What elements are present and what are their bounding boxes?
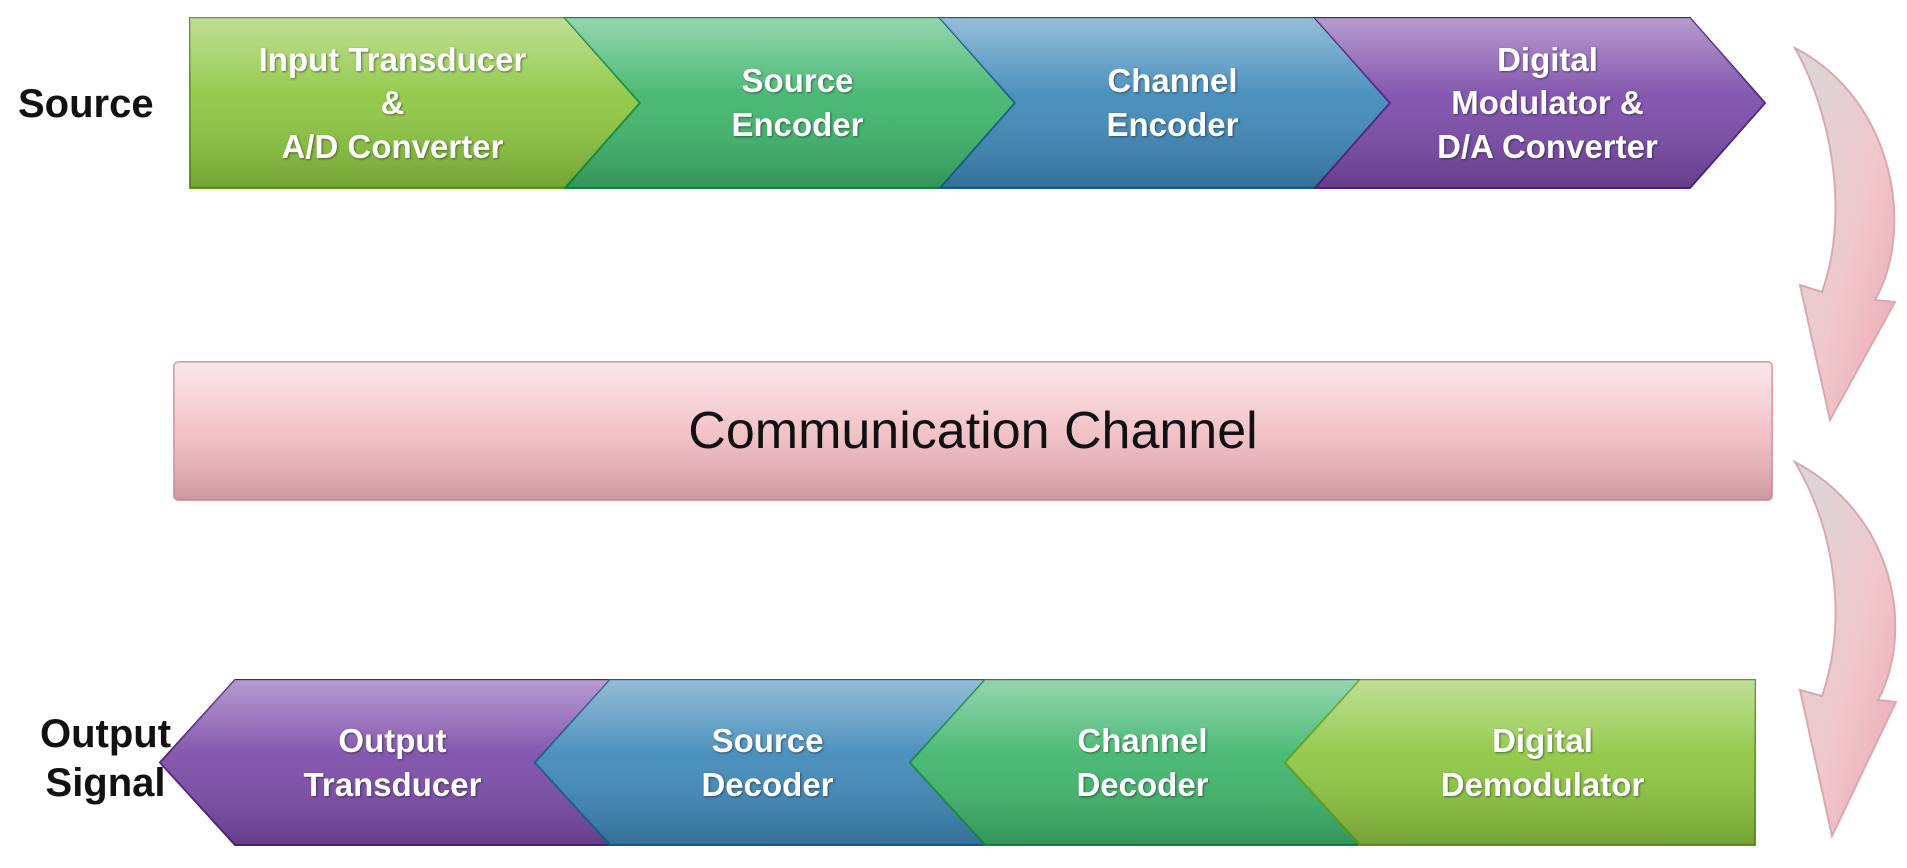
- source-label: Source: [18, 82, 154, 126]
- top-block-1: [189, 17, 642, 189]
- output-signal-label: Output Signal: [40, 710, 171, 808]
- top-block-3: [937, 17, 1392, 189]
- decoder-chain: [158, 679, 1756, 846]
- encoder-chain: [189, 17, 1767, 189]
- top-block-4: [1312, 17, 1767, 189]
- bottom-block-2: [533, 679, 988, 846]
- bottom-block-1: [158, 679, 613, 846]
- curved-arrow-bottom: [1792, 459, 1898, 840]
- curved-arrow-top: [1792, 45, 1897, 423]
- output-label-line1: Output: [40, 712, 172, 756]
- bottom-block-4: [1283, 679, 1756, 846]
- output-label-line2: Signal: [45, 760, 166, 805]
- communication-channel-bar: [173, 361, 1773, 501]
- bottom-block-3: [908, 679, 1363, 846]
